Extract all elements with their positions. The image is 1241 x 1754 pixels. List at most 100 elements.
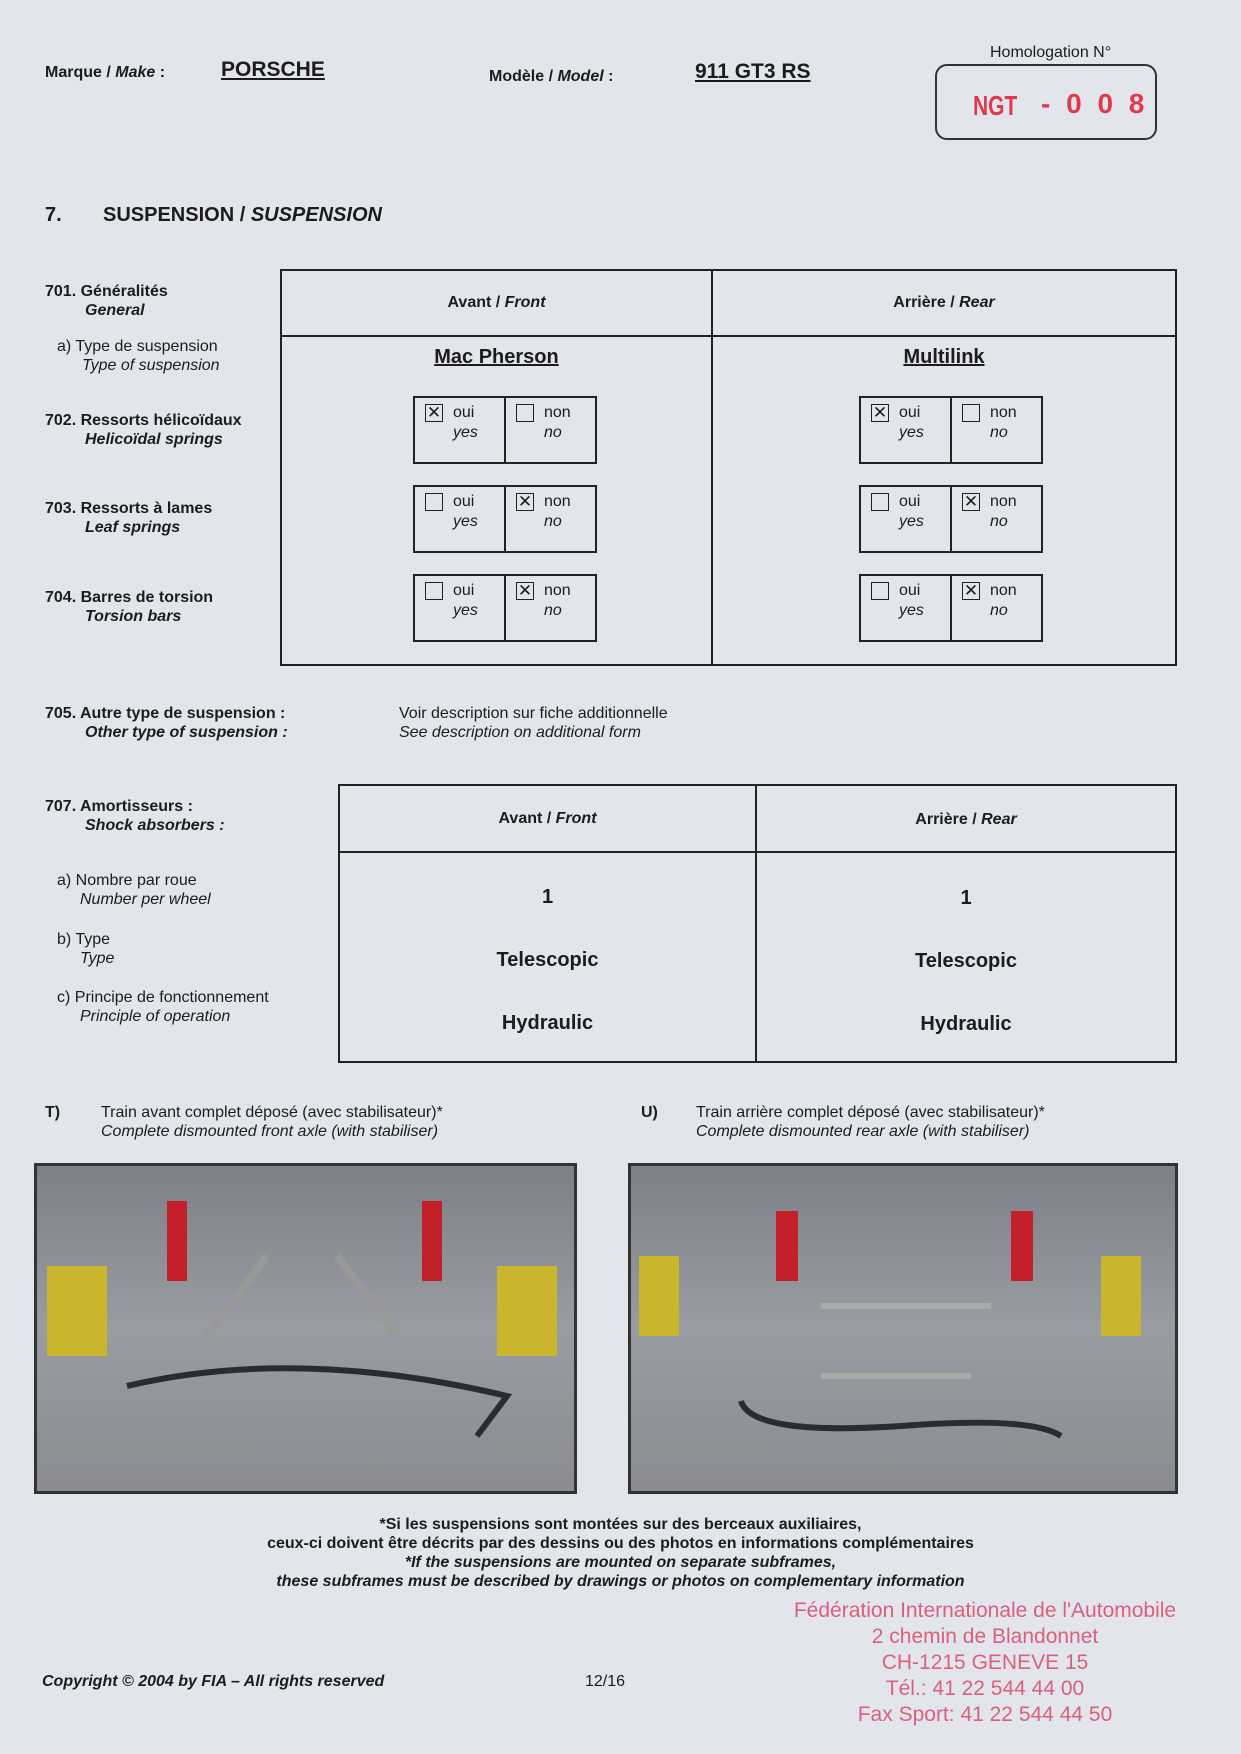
checked-box-icon[interactable]: ✕ <box>962 581 980 600</box>
option-yes: oui yes <box>415 487 506 551</box>
general-table: Avant / Front Arrière / Rear Mac Pherson… <box>280 269 1177 666</box>
rear-principle: Hydraulic <box>920 1013 1012 1035</box>
rear-suspension-type: Multilink <box>903 346 985 368</box>
option-label: oui <box>453 582 475 599</box>
option-label: oui <box>899 404 921 421</box>
homologation-number: - 0 0 8 <box>1041 88 1149 119</box>
empty-box-icon[interactable] <box>871 582 889 600</box>
checked-box-icon[interactable]: ✕ <box>962 492 980 511</box>
option-no: ✕ non no <box>952 576 1041 640</box>
checked-box-icon[interactable]: ✕ <box>425 403 443 422</box>
checked-box-icon[interactable]: ✕ <box>516 581 534 600</box>
option-yes: oui yes <box>415 576 506 640</box>
option-label: oui <box>899 493 921 510</box>
photo-u-letter: U) <box>641 1104 658 1121</box>
section-title: SUSPENSION / SUSPENSION <box>103 204 382 226</box>
checkbox-group-front: ✕ oui yes non no <box>413 396 597 464</box>
homologation-label: Homologation N° <box>990 44 1112 61</box>
option-label: non <box>544 582 571 599</box>
option-label-en: no <box>544 424 562 441</box>
photo-u-caption: Train arrière complet déposé (avec stabi… <box>696 1104 1045 1140</box>
option-no: ✕ non no <box>506 576 595 640</box>
option-no: non no <box>952 398 1041 462</box>
option-yes: oui yes <box>861 576 952 640</box>
model-label: Modèle / Model : <box>489 68 614 85</box>
checkbox-group-front: oui yes ✕ non no <box>413 574 597 642</box>
option-label: non <box>990 493 1017 510</box>
option-label-en: no <box>990 602 1008 619</box>
rear-type: Telescopic <box>915 950 1017 972</box>
photo-t-letter: T) <box>45 1104 61 1121</box>
rear-header: Arrière / Rear <box>915 811 1017 828</box>
empty-box-icon[interactable] <box>425 493 443 511</box>
make-label: Marque / Make : <box>45 64 166 81</box>
homologation-prefix: NGT <box>973 90 1018 121</box>
option-no: ✕ non no <box>506 487 595 551</box>
checkbox-group-rear: oui yes ✕ non no <box>859 485 1043 553</box>
front-axle-illustration <box>47 1201 557 1438</box>
option-label-en: yes <box>453 513 478 530</box>
option-label: non <box>544 404 571 421</box>
empty-box-icon[interactable] <box>516 404 534 422</box>
option-yes: oui yes <box>861 487 952 551</box>
shocks-table: Avant / Front Arrière / Rear 1 1 Telesco… <box>338 784 1177 1063</box>
fia-stamp: Fédération Internationale de l'Automobil… <box>793 1599 1177 1726</box>
other-label: 705. Autre type de suspension :Other typ… <box>45 705 288 741</box>
front-axle-photo <box>34 1163 577 1494</box>
page-number: 12/16 <box>585 1673 626 1690</box>
option-label-en: no <box>544 513 562 530</box>
checkbox-group-rear: oui yes ✕ non no <box>859 574 1043 642</box>
option-no: ✕ non no <box>952 487 1041 551</box>
front-suspension-type: Mac Pherson <box>434 346 559 368</box>
option-label: non <box>544 493 571 510</box>
option-label: non <box>990 582 1017 599</box>
option-label: oui <box>899 582 921 599</box>
model-value: 911 GT3 RS <box>695 60 811 83</box>
option-label-en: yes <box>453 424 478 441</box>
checked-box-icon[interactable]: ✕ <box>516 492 534 511</box>
front-type: Telescopic <box>496 949 599 971</box>
rear-number: 1 <box>960 887 972 909</box>
empty-box-icon[interactable] <box>962 404 980 422</box>
option-label-en: no <box>990 513 1008 530</box>
rear-axle-illustration <box>639 1211 1141 1439</box>
homologation-box: NGT - 0 0 8 <box>935 64 1157 140</box>
front-number: 1 <box>541 886 554 908</box>
option-label: oui <box>453 493 475 510</box>
front-header: Avant / Front <box>447 294 546 311</box>
rear-axle-photo <box>628 1163 1178 1494</box>
footnote: *Si les suspensions sont montées sur des… <box>267 1516 974 1590</box>
empty-box-icon[interactable] <box>871 493 889 511</box>
option-label-en: no <box>544 602 562 619</box>
other-value: Voir description sur fiche additionnelle… <box>399 705 668 741</box>
option-label-en: yes <box>899 602 924 619</box>
make-value: PORSCHE <box>221 58 325 81</box>
empty-box-icon[interactable] <box>425 582 443 600</box>
rear-header: Arrière / Rear <box>893 294 995 311</box>
shocks-label: 707. Amortisseurs :Shock absorbers : <box>45 798 225 834</box>
option-yes: ✕ oui yes <box>415 398 506 462</box>
option-label: non <box>990 404 1017 421</box>
photo-t-caption: Train avant complet déposé (avec stabili… <box>101 1104 443 1140</box>
front-principle: Hydraulic <box>501 1012 594 1034</box>
option-label-en: yes <box>453 602 478 619</box>
option-label: oui <box>453 404 475 421</box>
front-header: Avant / Front <box>498 810 597 827</box>
copyright: Copyright © 2004 by FIA – All rights res… <box>42 1673 385 1690</box>
section-number: 7. <box>45 204 62 226</box>
option-no: non no <box>506 398 595 462</box>
option-label-en: no <box>990 424 1008 441</box>
checkbox-group-front: oui yes ✕ non no <box>413 485 597 553</box>
option-label-en: yes <box>899 513 924 530</box>
checked-box-icon[interactable]: ✕ <box>871 403 889 422</box>
